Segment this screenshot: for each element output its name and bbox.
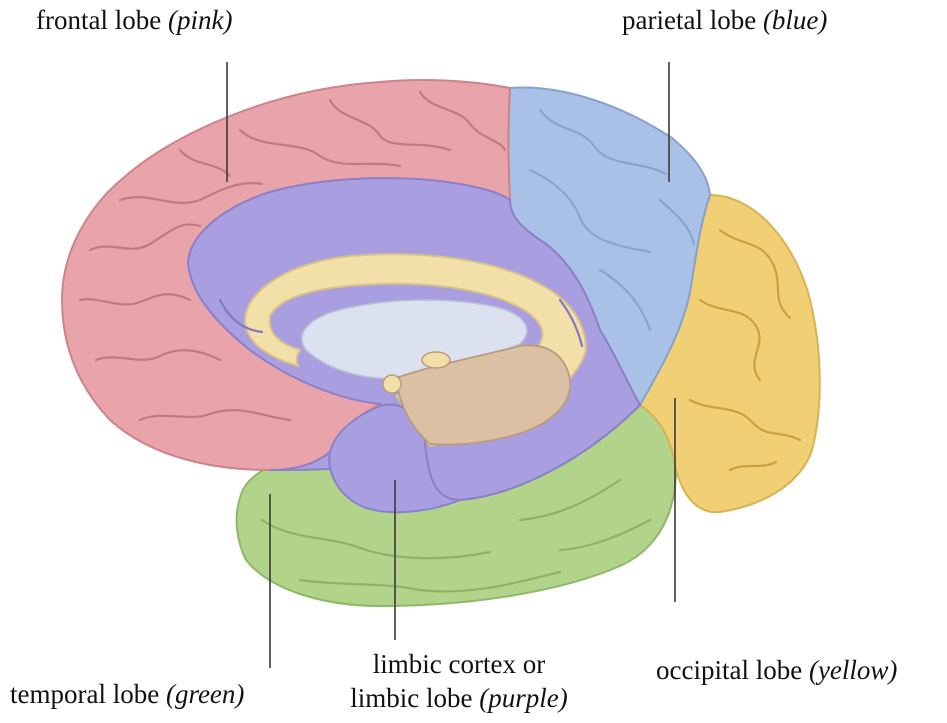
- frontal-lobe-name: frontal lobe: [36, 5, 161, 35]
- limbic-label-line2: limbic lobe (purple): [328, 682, 590, 716]
- limbic-lobe-label: limbic cortex or limbic lobe (purple): [328, 648, 590, 716]
- temporal-lobe-name: temporal lobe: [10, 679, 159, 709]
- temporal-lobe-color: (green): [166, 679, 244, 709]
- limbic-lobe-name: limbic lobe: [350, 683, 472, 713]
- fornix-column: [383, 375, 401, 393]
- temporal-lobe-label: temporal lobe (green): [10, 678, 244, 712]
- frontal-lobe-color: (pink): [168, 5, 232, 35]
- parietal-lobe-color: (blue): [763, 5, 827, 35]
- parietal-lobe-name: parietal lobe: [622, 5, 756, 35]
- limbic-label-line1: limbic cortex or: [328, 648, 590, 682]
- thalamic-adhesion: [422, 352, 450, 368]
- frontal-lobe-label: frontal lobe (pink): [36, 4, 232, 38]
- occipital-lobe-color: (yellow): [809, 655, 897, 685]
- occipital-lobe-label: occipital lobe (yellow): [656, 654, 897, 688]
- occipital-lobe-name: occipital lobe: [656, 655, 802, 685]
- limbic-lobe-color: (purple): [479, 683, 567, 713]
- parietal-lobe-label: parietal lobe (blue): [622, 4, 827, 38]
